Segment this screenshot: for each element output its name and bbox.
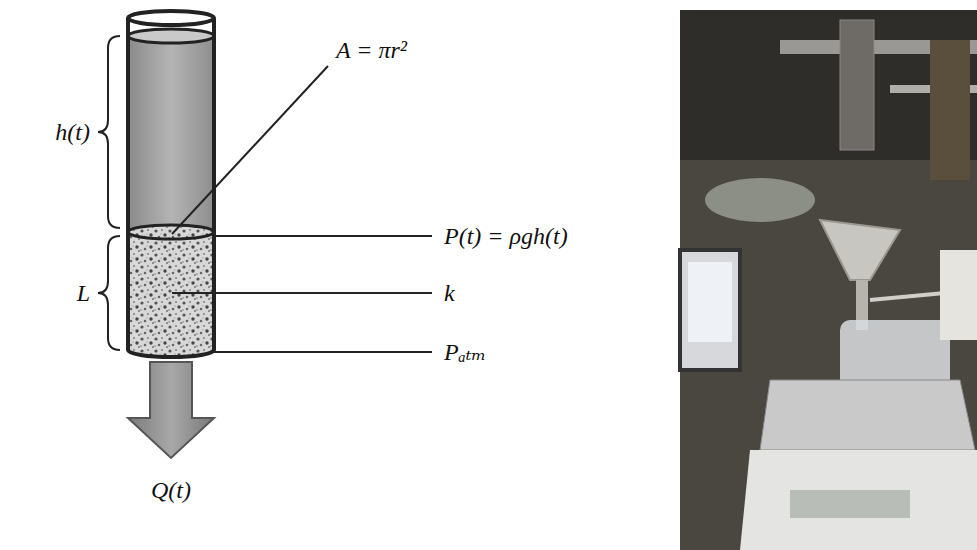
tube-wall [212, 18, 216, 350]
height-brace [98, 36, 120, 228]
height-label: h(t) [53, 119, 92, 145]
length-label: L [75, 280, 92, 306]
photo-column [840, 20, 874, 150]
apparatus-photo [680, 10, 977, 550]
photo-laptop [680, 250, 740, 370]
soil-bottom [128, 350, 214, 357]
tube-wall [126, 18, 130, 350]
atmospheric-pressure-label: Pₐₜₘ [442, 339, 488, 365]
water-surface [128, 29, 214, 43]
tube-bottom [128, 350, 214, 357]
photo-notebook [940, 250, 977, 340]
photo-background [680, 10, 977, 550]
soil-top-surface [128, 225, 214, 239]
tube-rim [128, 11, 214, 25]
permeability-label: k [442, 280, 457, 306]
photo-screen [688, 262, 732, 342]
leader-line [214, 235, 432, 237]
permeameter-column [128, 11, 214, 357]
flow-arrow [128, 362, 214, 458]
photo-bowl [705, 178, 815, 222]
soil-sample [128, 232, 214, 350]
length-brace [98, 236, 120, 350]
leader-line [172, 292, 432, 294]
photo-bottle [930, 40, 970, 180]
flow-label: Q(t) [149, 477, 193, 503]
pressure-label: P(t) = ρgh(t) [442, 223, 570, 249]
photo-balance [740, 450, 977, 550]
leader-line [172, 66, 328, 234]
area-label: A = πr² [334, 37, 409, 63]
photo-balance-display [790, 490, 910, 518]
leader-line [214, 351, 432, 353]
photo-funnel [820, 220, 900, 280]
photo-foil-tray [760, 380, 975, 450]
